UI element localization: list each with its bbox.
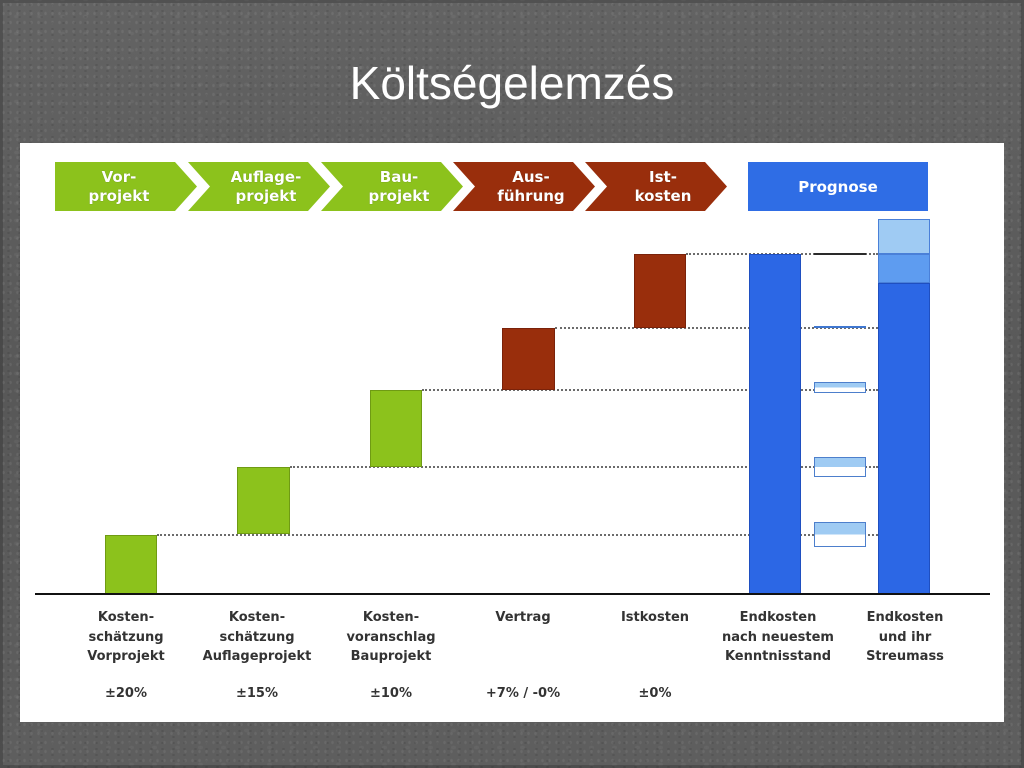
- diagram-panel: Vor- projekt Auflage- projekt Bau- proje…: [20, 143, 1004, 722]
- prognose-header: Prognose: [748, 162, 928, 211]
- column-label-istkosten: Istkosten: [585, 608, 725, 628]
- column-label-line: Streumass: [866, 649, 944, 664]
- accuracy-label-istkosten: ±0%: [638, 686, 672, 701]
- column-label-line: Endkosten: [866, 610, 944, 625]
- phase-arrow-label-line: Auflage-: [230, 167, 302, 186]
- reference-line: [290, 466, 878, 468]
- phase-arrow-label-line: führung: [497, 186, 565, 205]
- prognose-header-label: Prognose: [798, 177, 878, 196]
- column-label-endkosten-kenntnisstand: Endkosten nach neuestem Kenntnisstand: [708, 608, 848, 667]
- range-marker: [814, 382, 866, 393]
- phase-arrow-label-line: Bau-: [379, 167, 419, 186]
- spread-segment-upper: [878, 219, 930, 254]
- cost-bar-bauprojekt: [370, 390, 422, 467]
- column-label-line: Auflageprojekt: [202, 649, 312, 664]
- column-label-endkosten-streumass: Endkosten und ihr Streumass: [835, 608, 975, 667]
- phase-arrow-label-line: projekt: [368, 186, 430, 205]
- column-label-line: Vertrag: [495, 610, 551, 625]
- accuracy-label-vertrag: +7% / -0%: [485, 686, 561, 701]
- phase-arrow-ausfuehrung: Aus- führung: [453, 162, 595, 211]
- column-label-vertrag: Vertrag: [453, 608, 593, 628]
- reference-line: [157, 534, 878, 536]
- phase-arrow-istkosten: Ist- kosten: [585, 162, 727, 211]
- accuracy-label-auflageprojekt: ±15%: [235, 686, 278, 701]
- column-label-bauprojekt: Kosten- voranschlag Bauprojekt: [321, 608, 461, 667]
- reference-line: [422, 389, 878, 391]
- column-label-line: Kosten-: [228, 610, 286, 625]
- cost-bar-endkosten-streumass: [878, 283, 930, 594]
- phase-arrow-label-line: projekt: [235, 186, 297, 205]
- column-label-line: schätzung: [88, 629, 164, 645]
- phase-arrow-auflageprojekt: Auflage- projekt: [188, 162, 330, 211]
- phase-arrow-label-line: Aus-: [512, 167, 550, 186]
- cost-bar-auflageprojekt: [237, 467, 290, 534]
- column-label-line: Kosten-: [97, 610, 155, 625]
- column-label-line: voranschlag: [346, 629, 436, 645]
- phase-arrow-bauprojekt: Bau- projekt: [321, 162, 463, 211]
- phase-arrow-label-line: projekt: [88, 186, 150, 205]
- phase-arrow-label-line: Ist-: [649, 167, 677, 186]
- column-label-line: Istkosten: [620, 610, 690, 625]
- cost-bar-istkosten: [634, 254, 686, 328]
- column-label-line: Endkosten: [739, 610, 817, 625]
- baseline-axis: [35, 593, 990, 595]
- range-marker: [814, 457, 866, 477]
- column-label-vorprojekt: Kosten- schätzung Vorprojekt: [56, 608, 196, 667]
- column-label-line: und ihr: [878, 629, 932, 645]
- accuracy-label-bauprojekt: ±10%: [369, 686, 412, 701]
- range-marker: [814, 326, 866, 328]
- column-label-line: nach neuestem: [722, 629, 834, 645]
- phase-arrow-label-line: Vor-: [101, 167, 137, 186]
- spread-segment-middle: [878, 254, 930, 283]
- phase-arrow-label-line: kosten: [634, 186, 692, 205]
- column-label-line: schätzung: [219, 629, 295, 645]
- reference-line: [555, 327, 878, 329]
- column-label-line: Kenntnisstand: [724, 649, 832, 664]
- range-marker: [814, 253, 866, 255]
- cost-bar-vorprojekt: [105, 535, 157, 594]
- column-label-auflageprojekt: Kosten- schätzung Auflageprojekt: [187, 608, 327, 667]
- column-label-line: Bauprojekt: [350, 649, 432, 664]
- column-label-line: Vorprojekt: [87, 649, 165, 664]
- phase-arrow-vorprojekt: Vor- projekt: [55, 162, 197, 211]
- cost-bar-vertrag: [502, 328, 555, 390]
- column-label-line: Kosten-: [362, 610, 420, 625]
- range-marker: [814, 522, 866, 547]
- accuracy-label-vorprojekt: ±20%: [104, 686, 147, 701]
- slide-title: Költségelemzés: [349, 57, 675, 109]
- cost-bar-endkosten-kenntnisstand: [749, 254, 801, 594]
